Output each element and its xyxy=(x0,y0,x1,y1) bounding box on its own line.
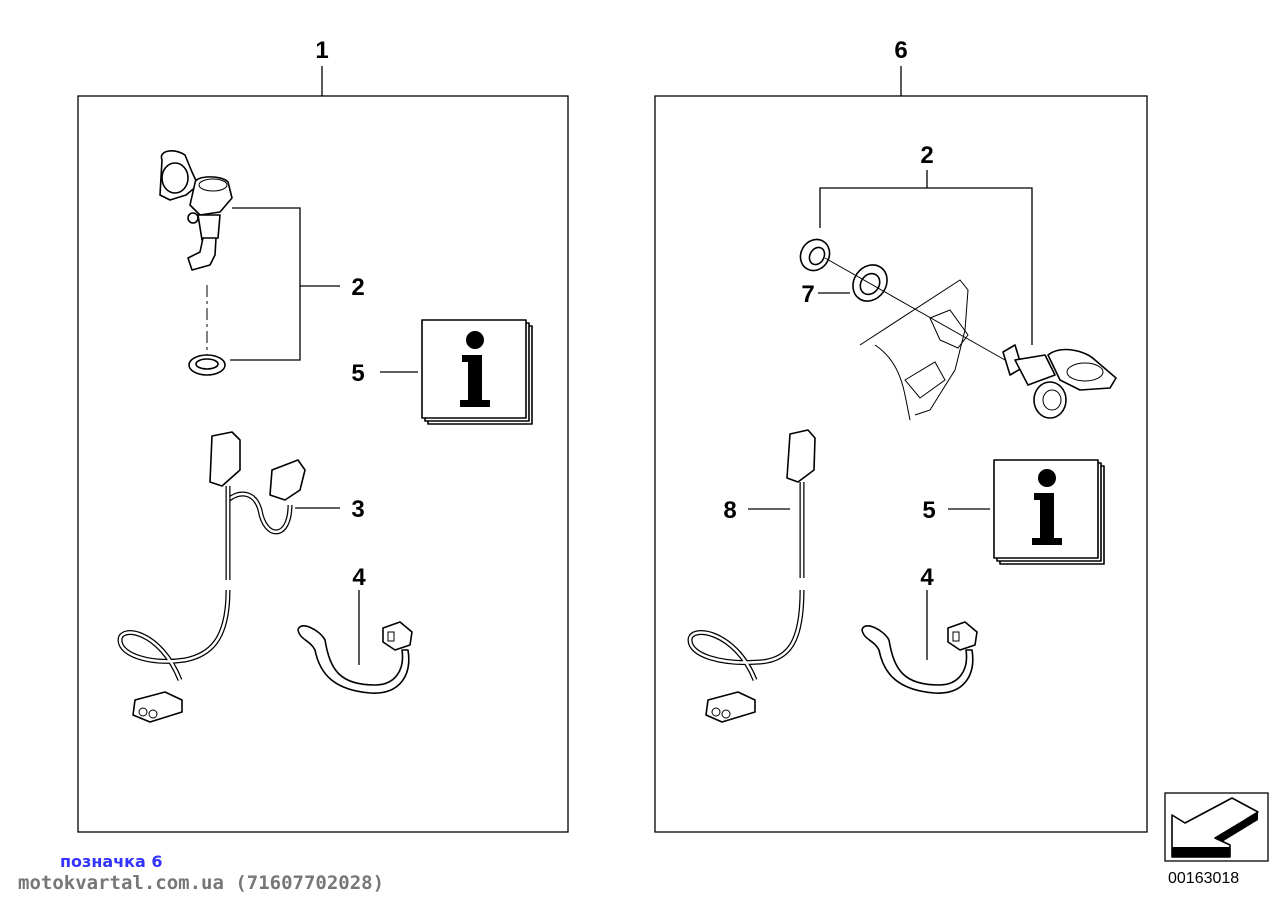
callout-6[interactable]: 6 xyxy=(894,37,907,64)
left-panel: 1 2 5 xyxy=(77,37,569,833)
callout-7[interactable]: 7 xyxy=(801,281,814,308)
info-icon xyxy=(460,355,490,407)
watermark-label: позначка 6 xyxy=(60,852,163,871)
socket-part[interactable] xyxy=(159,150,233,271)
mounting-panel xyxy=(859,279,969,421)
callout-1[interactable]: 1 xyxy=(315,37,328,64)
left-panel-frame xyxy=(77,95,569,833)
cable-tie-right[interactable] xyxy=(861,621,978,694)
bracket-2-left xyxy=(230,207,301,361)
callout-3[interactable]: 3 xyxy=(351,496,364,523)
callout-4-right[interactable]: 4 xyxy=(920,564,934,591)
orientation-arrow-box xyxy=(1164,792,1269,862)
bracket-2-right xyxy=(819,187,1033,345)
harness-y-part[interactable] xyxy=(117,431,306,723)
info-icon xyxy=(1032,493,1062,545)
callout-4-left[interactable]: 4 xyxy=(352,564,366,591)
right-panel: 6 2 7 xyxy=(654,37,1148,833)
info-icon-dot xyxy=(1038,469,1056,487)
watermark-site[interactable]: motokvartal.com.ua (71607702028) xyxy=(18,872,385,894)
info-sheet-right[interactable] xyxy=(993,459,1105,565)
info-icon-dot xyxy=(466,331,484,349)
nut-part-right[interactable] xyxy=(795,234,835,276)
nut-part[interactable] xyxy=(188,354,226,376)
cable-tie-left[interactable] xyxy=(297,621,413,694)
callout-5-right[interactable]: 5 xyxy=(922,497,935,524)
diagram-code: 00163018 xyxy=(1168,870,1240,887)
harness-part[interactable] xyxy=(687,429,816,723)
callout-2-right[interactable]: 2 xyxy=(920,142,933,169)
callout-2-left[interactable]: 2 xyxy=(351,274,364,301)
callout-8[interactable]: 8 xyxy=(723,497,736,524)
socket-part-right[interactable] xyxy=(1002,344,1117,419)
info-sheet-left[interactable] xyxy=(421,319,533,425)
callout-5-left[interactable]: 5 xyxy=(351,360,364,387)
